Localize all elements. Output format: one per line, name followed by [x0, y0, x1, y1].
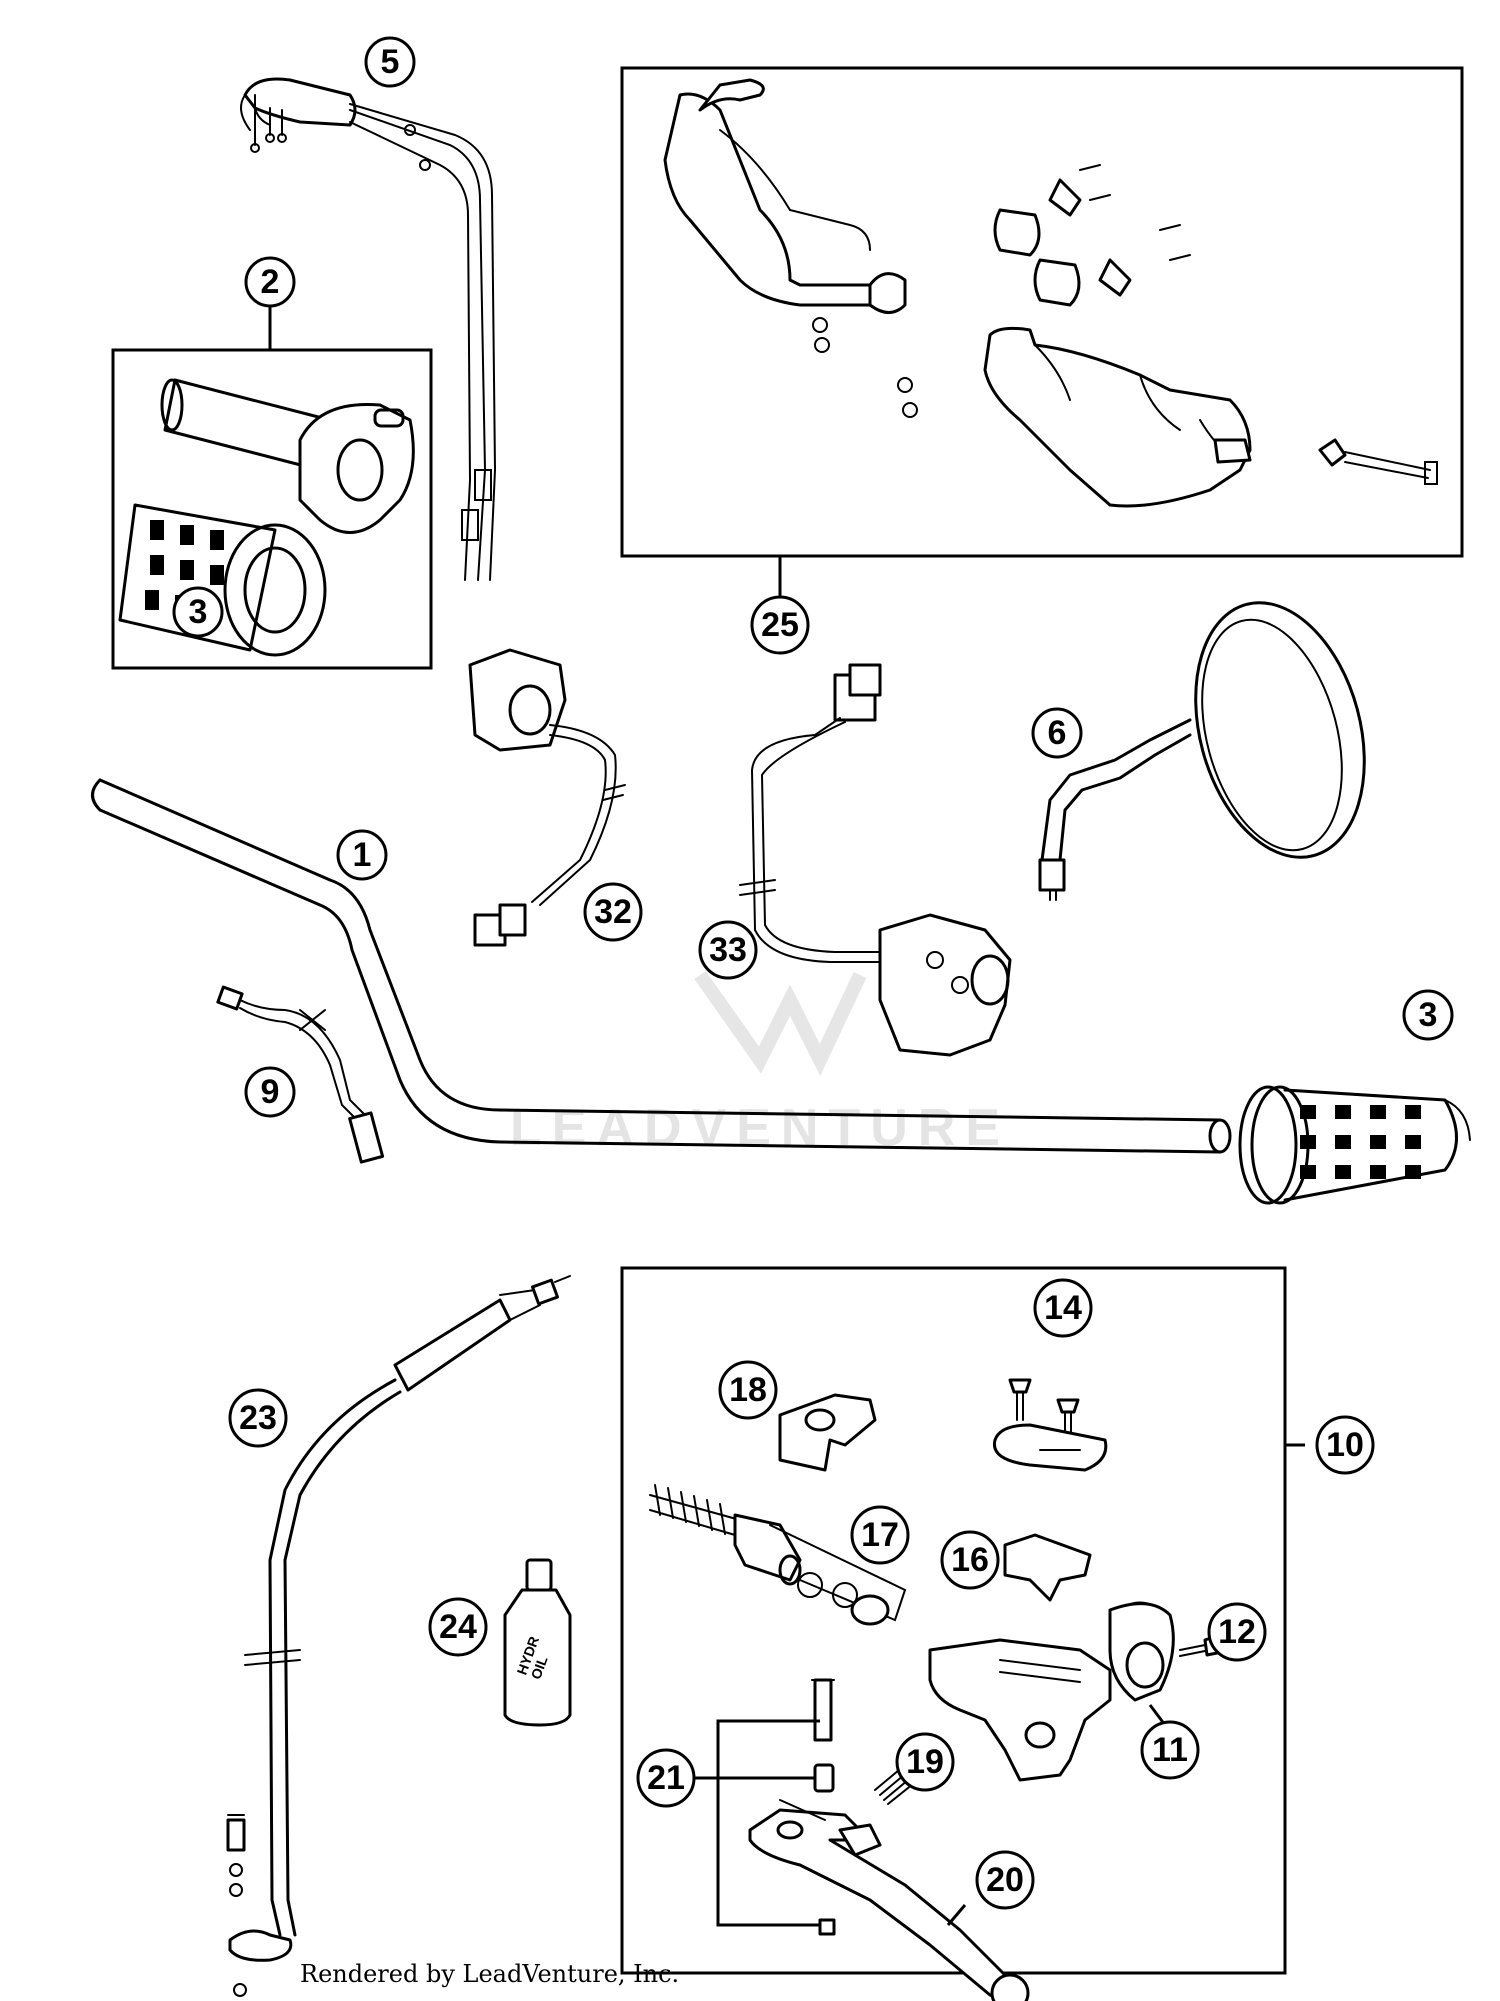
svg-text:6: 6: [1048, 714, 1067, 752]
leader-lines: [268, 305, 1305, 1927]
svg-text:9: 9: [261, 1073, 280, 1111]
switch-right: [739, 663, 1012, 1057]
callout-19: 19: [895, 1732, 955, 1792]
callout-14: 14: [1033, 1278, 1093, 1338]
oil-bottle-label-line2: OIL: [528, 1654, 551, 1682]
callout-2: 2: [244, 256, 296, 308]
handguard-kit: [663, 78, 1438, 508]
group-box-handguards: [620, 66, 1464, 558]
svg-text:32: 32: [594, 893, 632, 931]
svg-text:10: 10: [1326, 1426, 1364, 1464]
svg-text:3: 3: [189, 593, 208, 631]
callout-12: 12: [1207, 1602, 1267, 1662]
svg-text:3: 3: [1419, 996, 1438, 1034]
callout-21: 21: [636, 1748, 696, 1808]
throttle-cable: [240, 77, 497, 581]
svg-text:16: 16: [951, 1541, 989, 1579]
callout-32: 32: [583, 882, 643, 942]
callout-10: 10: [1315, 1415, 1375, 1475]
grip-right: [1238, 1085, 1471, 1205]
callout-9: 9: [244, 1066, 296, 1118]
callout-24: 24: [428, 1597, 488, 1657]
group-box-throttle: [111, 348, 433, 670]
footer-credit: Rendered by LeadVenture, Inc.: [300, 1960, 680, 1988]
callout-23: 23: [228, 1388, 288, 1448]
svg-text:12: 12: [1218, 1613, 1256, 1651]
svg-text:21: 21: [647, 1759, 685, 1797]
grip-left: [118, 503, 327, 657]
callout-5: 5: [364, 36, 416, 88]
callout-6: 6: [1031, 707, 1083, 759]
svg-text:1: 1: [353, 836, 372, 874]
callout-17: 17: [850, 1505, 910, 1565]
svg-text:18: 18: [729, 1371, 767, 1409]
callout-25: 25: [750, 595, 810, 655]
callouts: 1 2 3 3 5 6 9 10 11 12 14 16 17 18 19 20…: [172, 36, 1454, 1910]
svg-text:33: 33: [709, 931, 747, 969]
callout-16: 16: [940, 1530, 1000, 1590]
group-box-brake-master: [620, 1266, 1287, 1975]
svg-text:19: 19: [906, 1743, 944, 1781]
callout-33: 33: [698, 920, 758, 980]
svg-text:25: 25: [761, 606, 799, 644]
stop-switch-cable: [216, 985, 385, 1164]
switch-left: [468, 648, 626, 947]
svg-text:24: 24: [439, 1608, 477, 1646]
callout-1: 1: [336, 829, 388, 881]
callout-18: 18: [718, 1360, 778, 1420]
handlebar: [91, 778, 1232, 1154]
svg-text:5: 5: [381, 43, 400, 81]
svg-text:11: 11: [1152, 1731, 1188, 1769]
svg-text:14: 14: [1044, 1289, 1082, 1327]
svg-text:23: 23: [239, 1399, 277, 1437]
brake-hose: [226, 1275, 571, 1997]
brake-master-cylinder-parts: [649, 1378, 1224, 2001]
callout-11: 11: [1140, 1720, 1200, 1780]
mirror: [1038, 601, 1366, 901]
svg-text:2: 2: [261, 263, 280, 301]
callout-3-right: 3: [1402, 989, 1454, 1041]
hydraulic-oil-bottle: HYDR OIL: [503, 1558, 572, 1727]
svg-text:20: 20: [986, 1861, 1024, 1899]
callout-3-left: 3: [172, 586, 224, 638]
svg-text:17: 17: [861, 1516, 899, 1554]
throttle-housing: [160, 378, 415, 534]
callout-20: 20: [975, 1850, 1035, 1910]
